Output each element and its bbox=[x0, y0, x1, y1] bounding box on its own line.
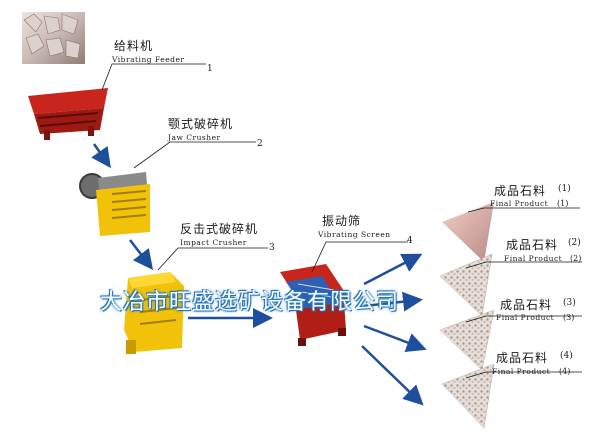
vibrating-screen-icon bbox=[280, 264, 350, 346]
screen-label-cn: 振动筛 bbox=[322, 214, 362, 228]
product-2-number: (2) bbox=[568, 238, 581, 248]
impact-crusher-label-en: Impact Crusher bbox=[180, 238, 247, 247]
flow-arrows bbox=[91, 143, 427, 406]
impact-crusher-step-number: 3 bbox=[269, 243, 275, 253]
product-4-number-en: (4) bbox=[559, 367, 571, 376]
screen-step-number: 4 bbox=[407, 236, 413, 246]
product-3-number-en: (3) bbox=[563, 313, 575, 322]
arrow-screen-to-product-2 bbox=[363, 291, 423, 312]
product-1-label-cn: 成品石料 bbox=[494, 184, 547, 198]
product-1-label-en: Final Product bbox=[490, 199, 549, 208]
product-2-number-en: (2) bbox=[570, 254, 582, 263]
raw-stone-image bbox=[22, 12, 85, 64]
product-1-number: (1) bbox=[558, 184, 571, 194]
final-product-pile-2 bbox=[439, 253, 493, 317]
final-product-pile-1 bbox=[442, 202, 494, 262]
jaw-crusher-icon bbox=[79, 172, 150, 236]
screen-label-en: Vibrating Screen bbox=[318, 230, 391, 239]
feeder-label-en: Vibrating Feeder bbox=[112, 55, 185, 64]
product-4-label-en: Final Product bbox=[492, 367, 551, 376]
arrow-feeder-to-jaw bbox=[91, 143, 111, 169]
jaw-crusher-label-cn: 颚式破碎机 bbox=[168, 117, 234, 131]
product-1-number-en: (1) bbox=[557, 199, 569, 208]
product-4-label-cn: 成品石料 bbox=[496, 351, 549, 365]
product-2-label-cn: 成品石料 bbox=[506, 238, 559, 252]
product-2-label-en: Final Product bbox=[504, 254, 563, 263]
arrow-screen-to-product-1 bbox=[363, 253, 423, 286]
final-product-pile-3 bbox=[439, 309, 495, 371]
arrow-jaw-to-impact bbox=[129, 239, 154, 270]
arrow-screen-to-product-3 bbox=[363, 324, 427, 353]
final-product-pile-4 bbox=[441, 363, 495, 429]
product-3-label-en: Final Product bbox=[496, 313, 555, 322]
impact-crusher-label-cn: 反击式破碎机 bbox=[180, 222, 259, 236]
product-4-number: (4) bbox=[560, 351, 573, 361]
feeder-step-number: 1 bbox=[207, 64, 213, 74]
product-3-number: (3) bbox=[563, 298, 576, 308]
feeder-label-cn: 给料机 bbox=[114, 39, 154, 53]
product-3-label-cn: 成品石料 bbox=[500, 298, 553, 312]
impact-crusher-icon bbox=[124, 272, 184, 354]
vibrating-feeder-icon bbox=[28, 88, 108, 140]
arrow-screen-to-product-4 bbox=[361, 345, 424, 406]
jaw-crusher-label-en: Jaw Crusher bbox=[168, 133, 221, 142]
leader-lines bbox=[101, 63, 582, 379]
jaw-crusher-step-number: 2 bbox=[257, 139, 263, 149]
company-watermark: 大冶市旺盛选矿设备有限公司 bbox=[100, 290, 400, 315]
